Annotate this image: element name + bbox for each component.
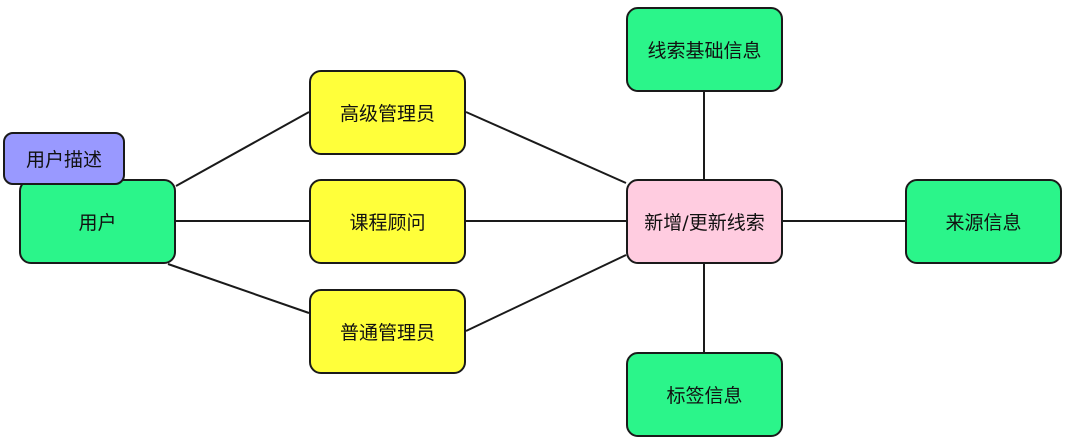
- node-new-update-lead-label: 新增/更新线索: [644, 212, 765, 234]
- node-source-info: 来源信息: [905, 179, 1062, 264]
- node-course-advisor-label: 课程顾问: [349, 212, 426, 234]
- node-tag-info: 标签信息: [626, 352, 783, 437]
- node-course-advisor: 课程顾问: [309, 179, 466, 264]
- node-lead-basic-info: 线索基础信息: [626, 7, 783, 92]
- node-user: 用户: [19, 179, 176, 264]
- node-user-desc: 用户描述: [3, 132, 125, 185]
- node-lead-basic-info-label: 线索基础信息: [647, 40, 762, 62]
- node-user-label: 用户: [78, 212, 117, 234]
- edge-normal-admin-center: [465, 254, 627, 332]
- node-tag-info-label: 标签信息: [666, 385, 743, 407]
- node-senior-admin-label: 高级管理员: [339, 103, 435, 125]
- node-new-update-lead: 新增/更新线索: [626, 179, 783, 264]
- node-user-desc-label: 用户描述: [25, 149, 102, 171]
- node-normal-admin: 普通管理员: [309, 289, 466, 374]
- node-source-info-label: 来源信息: [945, 212, 1022, 234]
- node-senior-admin: 高级管理员: [309, 70, 466, 155]
- node-normal-admin-label: 普通管理员: [339, 322, 435, 344]
- edge-user-senior-admin: [175, 111, 310, 187]
- edge-user-normal-admin: [167, 263, 310, 314]
- edge-senior-admin-center: [465, 111, 627, 184]
